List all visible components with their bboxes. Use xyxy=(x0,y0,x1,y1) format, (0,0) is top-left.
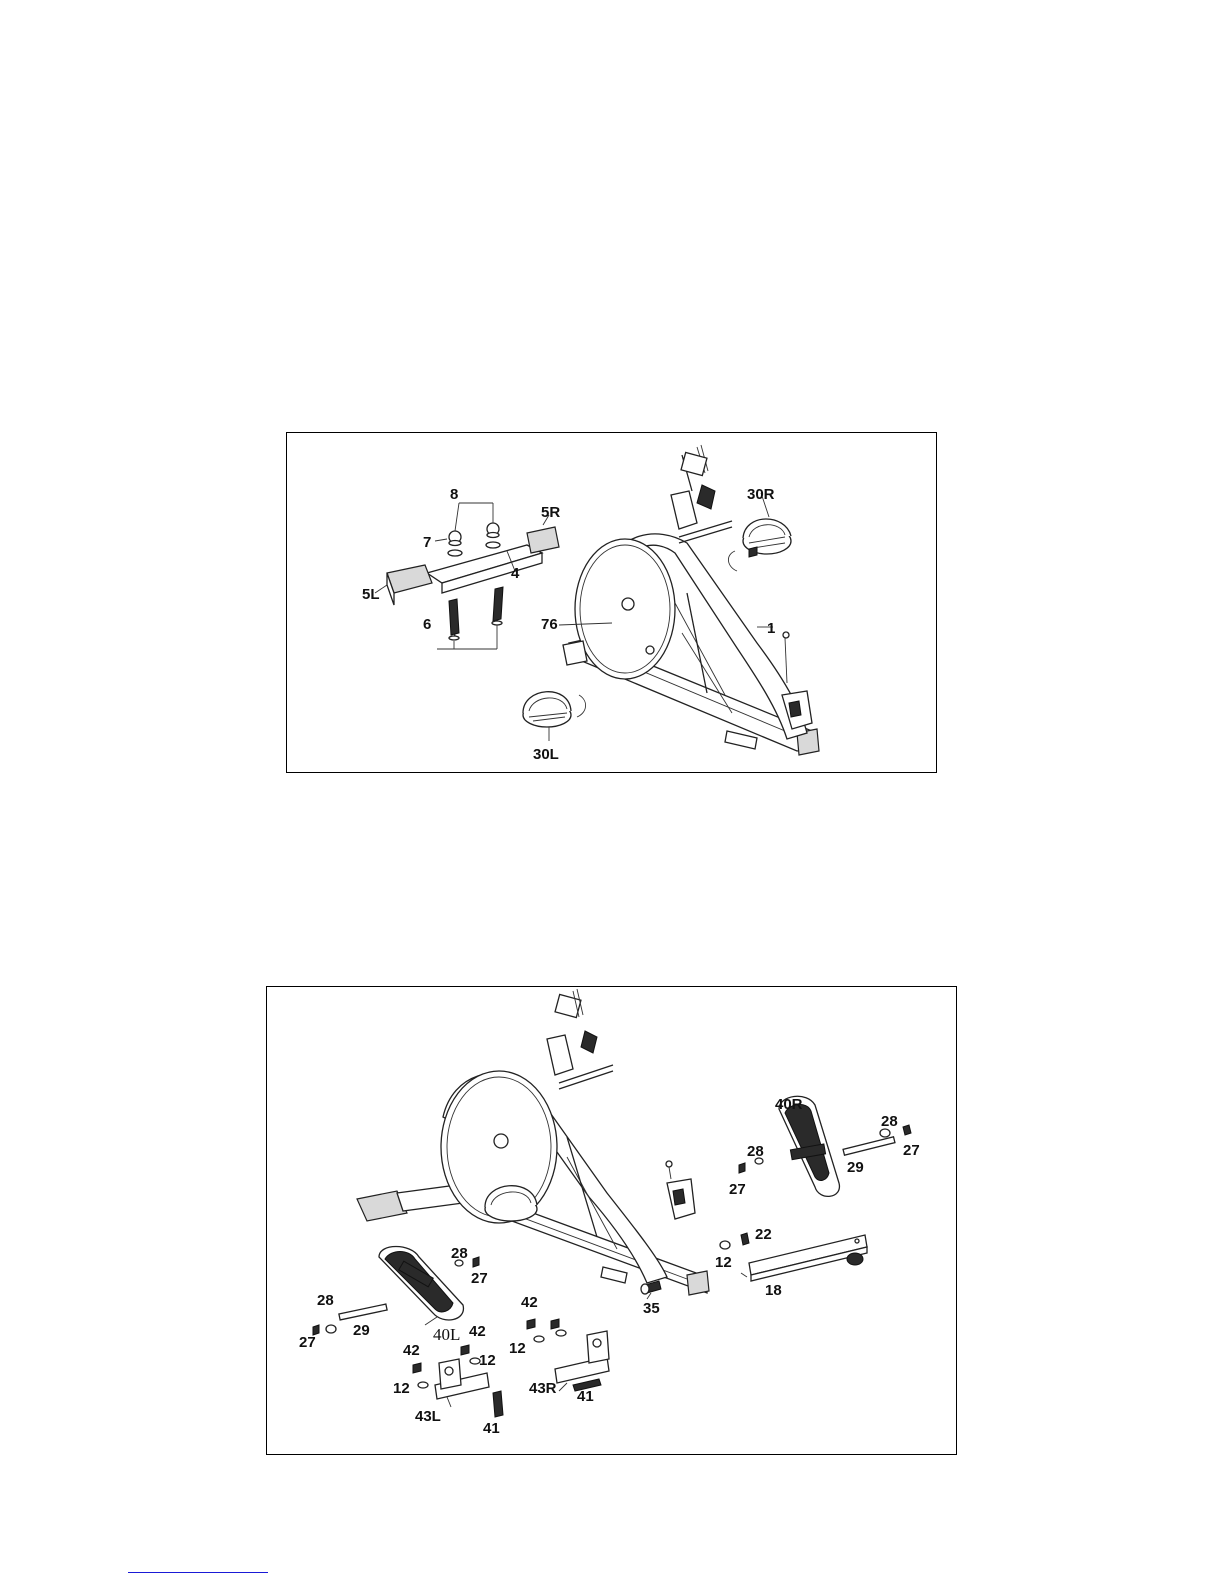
part-label-40r: 40R xyxy=(775,1096,803,1113)
part-label-8: 8 xyxy=(450,486,458,503)
part-label-42-mid: 42 xyxy=(469,1323,486,1340)
part-label-29-left: 29 xyxy=(353,1322,370,1339)
footer-link-underline[interactable] xyxy=(128,1572,268,1573)
part-label-22: 22 xyxy=(755,1226,772,1243)
part-label-30r: 30R xyxy=(747,486,775,503)
part-label-12-right: 12 xyxy=(509,1340,526,1357)
main-frame-drawing xyxy=(563,445,819,755)
part-label-27-top-right: 27 xyxy=(903,1142,920,1159)
assembly-figure-2: 40R 28 27 28 27 29 22 12 18 35 28 27 28 … xyxy=(266,986,957,1455)
part-label-41-right: 41 xyxy=(577,1388,594,1405)
figure-2-drawing: 40R 28 27 28 27 29 22 12 18 35 28 27 28 … xyxy=(267,987,956,1454)
part-label-42-right: 42 xyxy=(521,1294,538,1311)
part-label-28-left-upper: 28 xyxy=(451,1245,468,1262)
part-label-30l: 30L xyxy=(533,746,559,763)
part-label-28-left: 28 xyxy=(317,1292,334,1309)
part-label-35: 35 xyxy=(643,1300,660,1317)
part-label-4: 4 xyxy=(511,565,520,582)
part-label-5r: 5R xyxy=(541,504,560,521)
part-label-27-right: 27 xyxy=(729,1181,746,1198)
front-stabilizer-drawing xyxy=(387,523,559,640)
pedal-left-drawing xyxy=(523,692,586,727)
part-label-28-right: 28 xyxy=(747,1143,764,1160)
part-label-40l: 40L xyxy=(433,1325,460,1344)
part-label-5l: 5L xyxy=(362,586,380,603)
part-label-41-left: 41 xyxy=(483,1420,500,1437)
part-label-27-left-upper: 27 xyxy=(471,1270,488,1287)
part-label-42-left: 42 xyxy=(403,1342,420,1359)
part-label-12-left: 12 xyxy=(393,1380,410,1397)
part-label-27-left: 27 xyxy=(299,1334,316,1351)
part-label-6: 6 xyxy=(423,616,431,633)
part-label-28-top-right: 28 xyxy=(881,1113,898,1130)
part-label-12-center: 12 xyxy=(715,1254,732,1271)
pedal-right-drawing xyxy=(728,519,791,571)
part-label-43l: 43L xyxy=(415,1408,441,1425)
part-label-76: 76 xyxy=(541,616,558,633)
part-label-18: 18 xyxy=(765,1282,782,1299)
part-label-43r: 43R xyxy=(529,1380,557,1397)
assembly-figure-1: 8 5R 30R 7 5L 4 6 76 1 30L xyxy=(286,432,937,773)
part-label-29-right: 29 xyxy=(847,1159,864,1176)
part-label-1: 1 xyxy=(767,620,775,637)
rear-stabilizer-drawing xyxy=(641,1233,867,1294)
figure-1-drawing: 8 5R 30R 7 5L 4 6 76 1 30L xyxy=(287,433,936,772)
part-label-7: 7 xyxy=(423,534,431,551)
part-label-12-mid: 12 xyxy=(479,1352,496,1369)
footrest-right-drawing xyxy=(739,1096,911,1196)
